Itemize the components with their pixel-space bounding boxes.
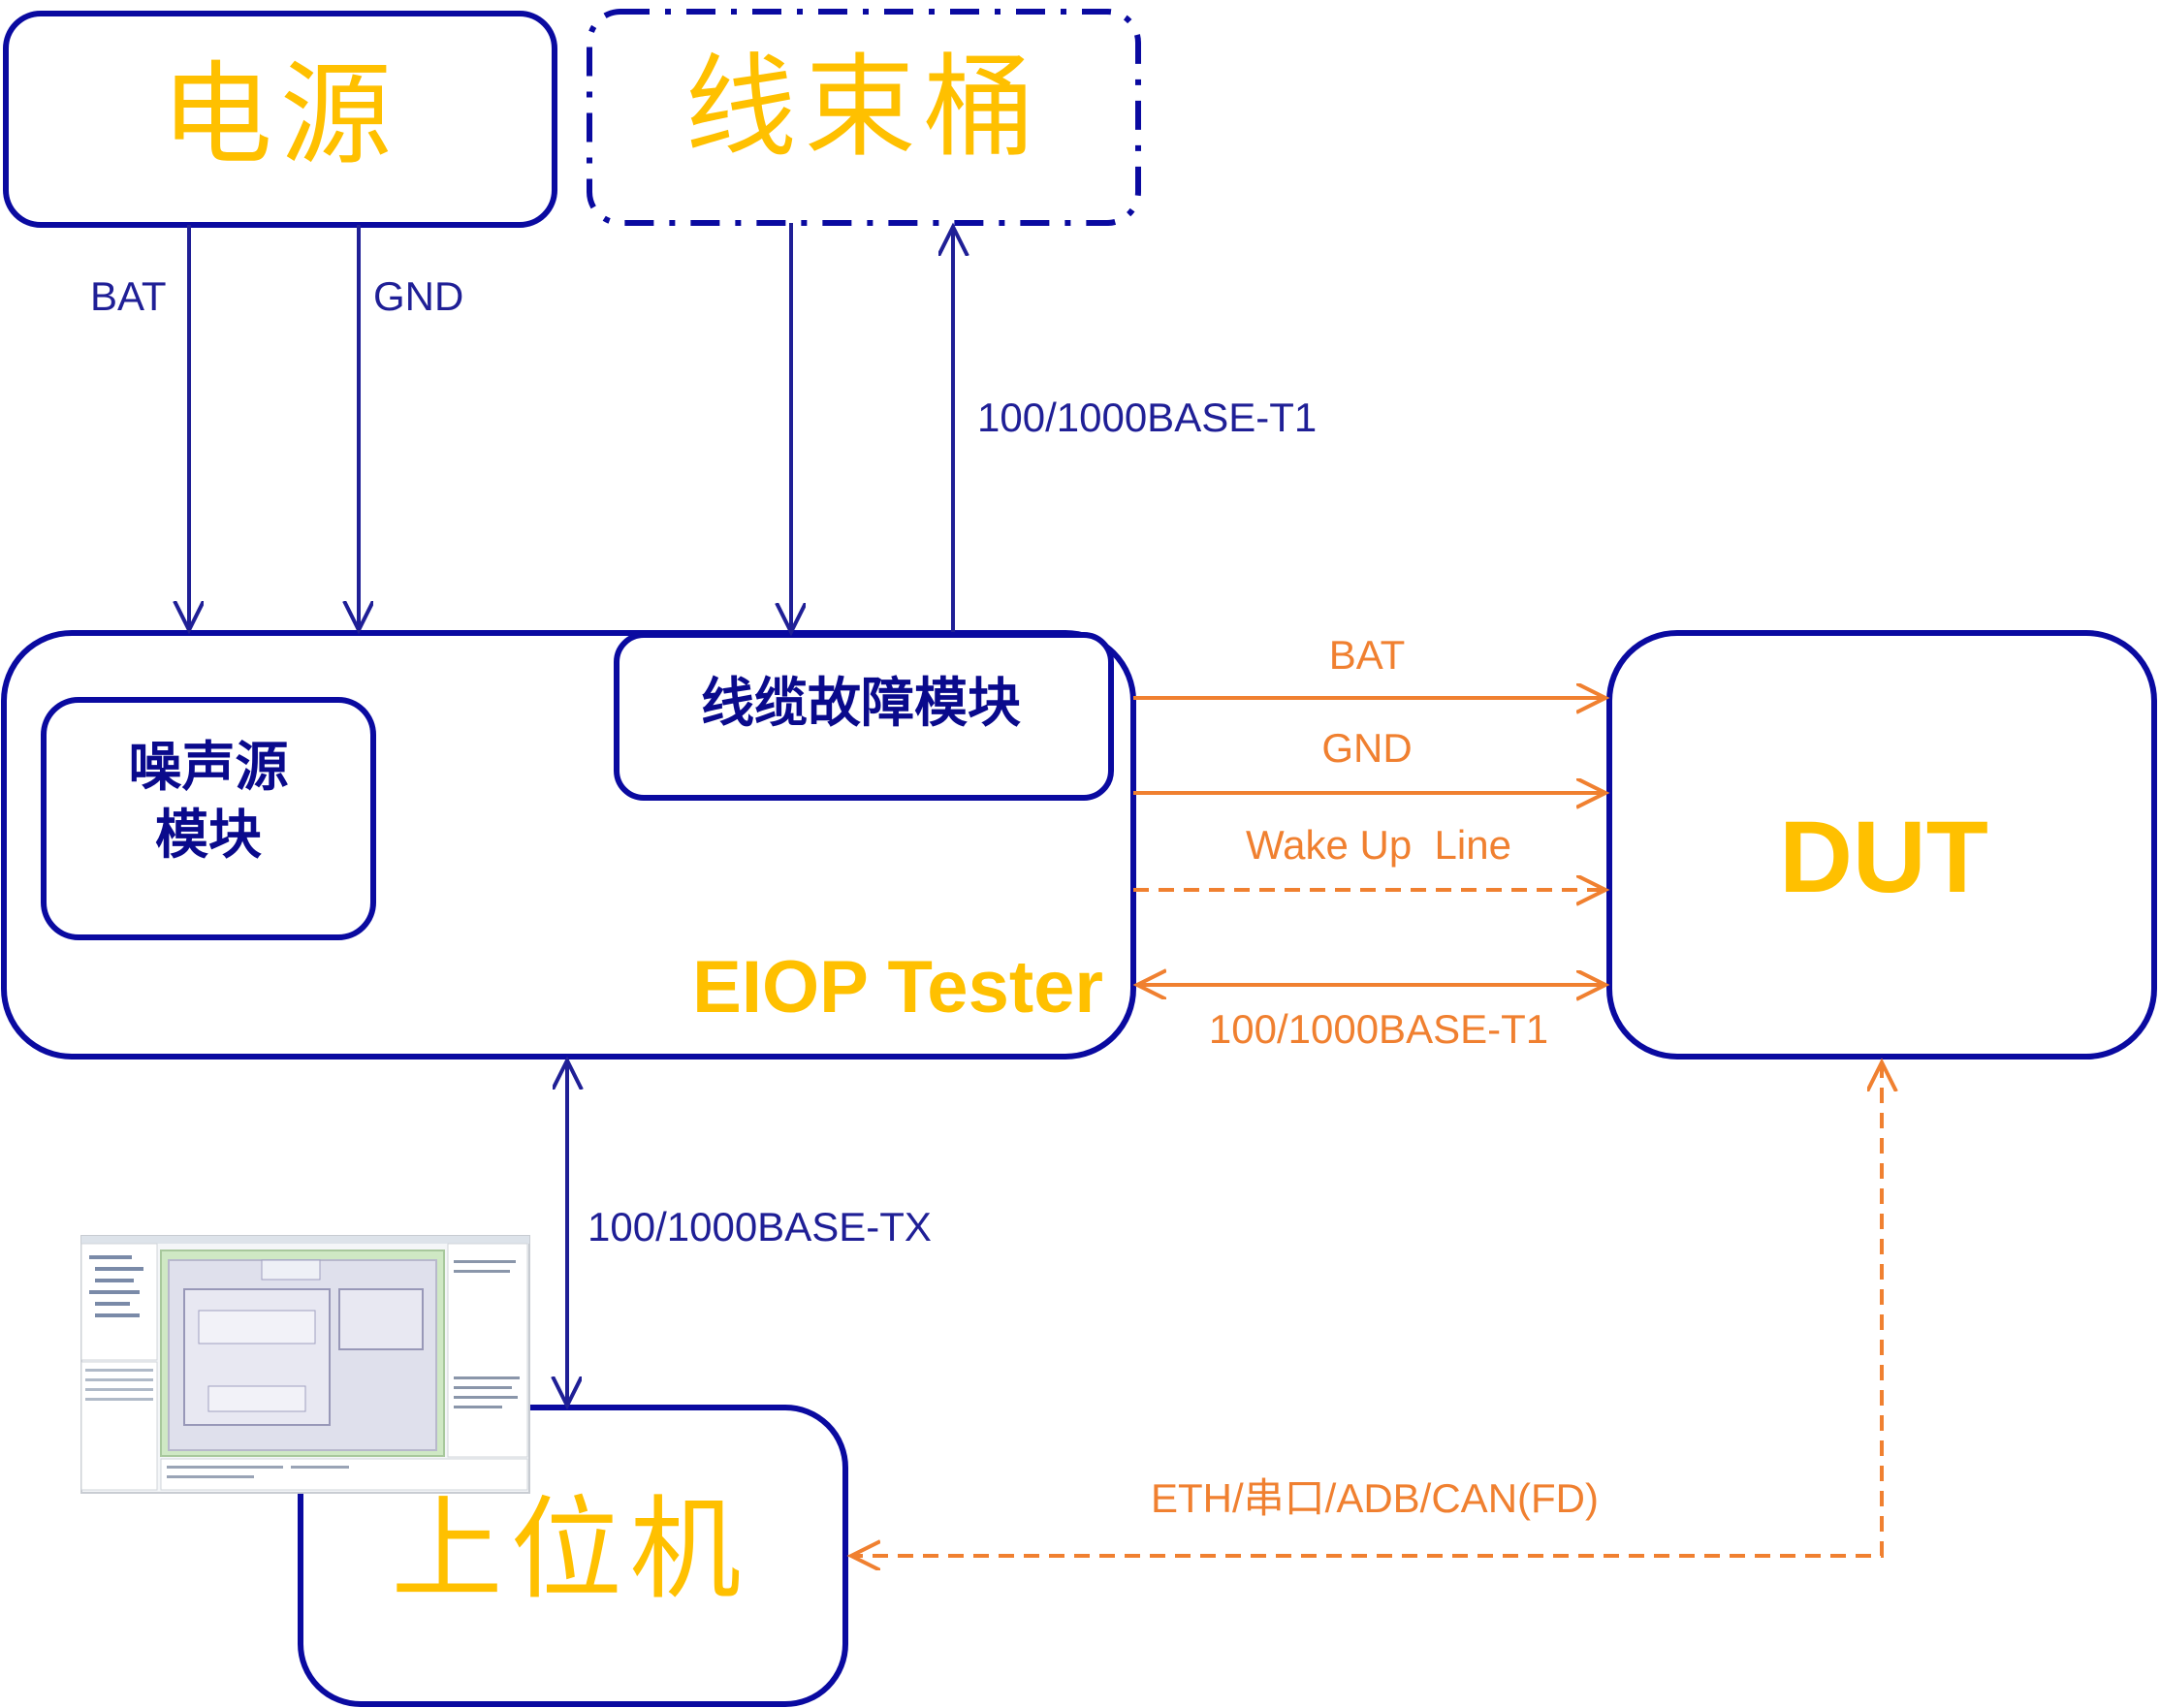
- dut-label: DUT: [1779, 801, 1988, 914]
- wake-up-label: Wake Up Line: [1246, 822, 1511, 868]
- power-label: 电源: [161, 50, 399, 180]
- host-label: 上位机: [391, 1485, 748, 1615]
- gnd-dut-label: GND: [1321, 725, 1412, 771]
- cable-fault-module-label: 线缆故障模块: [701, 671, 1021, 734]
- power-box: 电源: [3, 11, 557, 228]
- tester-label: EIOP Tester: [692, 946, 1103, 1028]
- cable-fault-module-box: 线缆故障模块: [614, 632, 1114, 801]
- harness-box: 线束桶: [587, 9, 1141, 226]
- gnd-power-label: GND: [373, 273, 463, 319]
- noise-module-box: 噪声源 模块: [41, 697, 376, 940]
- software-screenshot-icon: [80, 1235, 530, 1494]
- harness-t1-label: 100/1000BASE-T1: [977, 395, 1317, 440]
- debug-line: [851, 1062, 1882, 1556]
- debug-label: ETH/串口/ADB/CAN(FD): [1151, 1475, 1599, 1521]
- bat-power-label: BAT: [90, 273, 167, 319]
- noise-module-line2: 模块: [155, 803, 262, 866]
- dut-box: DUT: [1606, 630, 2157, 1060]
- harness-label: 线束桶: [684, 43, 1042, 173]
- blue-connections: [189, 223, 953, 1406]
- t1-dut-label: 100/1000BASE-T1: [1209, 1006, 1548, 1052]
- bat-dut-label: BAT: [1329, 632, 1406, 678]
- host-tx-label: 100/1000BASE-TX: [588, 1204, 932, 1249]
- noise-module-line1: 噪声源: [128, 735, 288, 798]
- orange-connections: [851, 698, 1882, 1556]
